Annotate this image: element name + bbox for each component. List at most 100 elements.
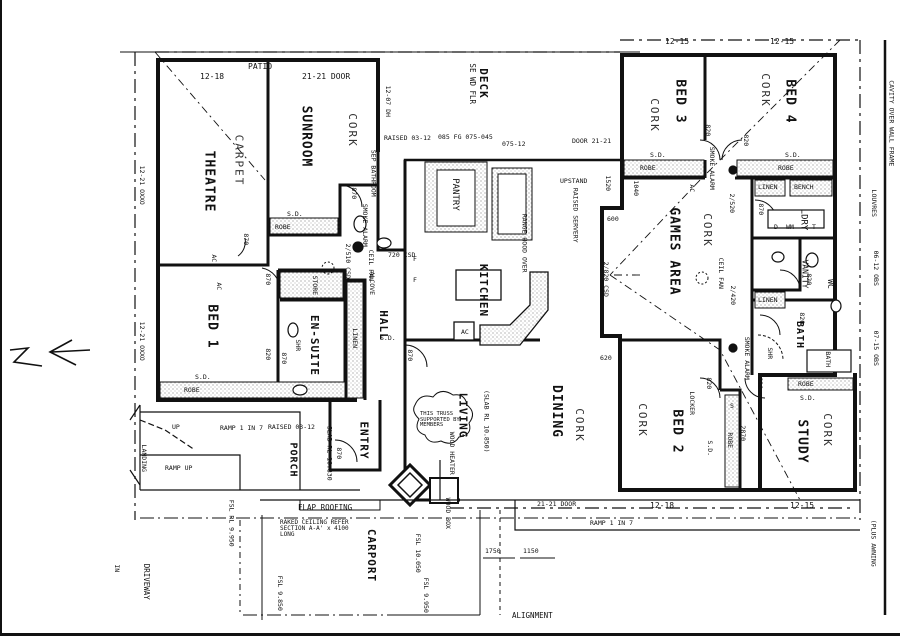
door-820-bath: 820: [798, 312, 807, 325]
robe-study: ROBE: [798, 380, 814, 388]
door-870-entry: 870: [335, 447, 344, 460]
dryer: D: [774, 223, 778, 231]
dim-top-12-15-a: 12-15: [665, 37, 690, 46]
dim-620: 620: [600, 354, 612, 362]
dim-12-18-bottom: 12-18: [650, 501, 675, 510]
truss-note: THIS TRUSS SUPPORTED BY MEMBERS: [420, 411, 460, 428]
room-patio: PATIO: [248, 62, 273, 71]
north-arrow-icon: [9, 339, 91, 367]
window-1520: 1520: [604, 175, 613, 192]
room-pantry: PANTRY: [449, 178, 460, 211]
patio-door-dim: 21-21 DOOR: [302, 72, 351, 81]
room-carport: CARPORT: [365, 528, 379, 583]
window-12-21-oxxo-b: 12-21 OXXO: [137, 321, 146, 361]
raked-ceiling-note: RAKED CEILING REFER SECTION A-A' x 4100 …: [280, 519, 349, 538]
fsl-9950-left: FSL RL 9.950: [227, 499, 236, 547]
room-porch: PORCH: [287, 442, 299, 478]
robe-bed-3: ROBE: [640, 164, 656, 172]
robe-sunroom: ROBE: [275, 223, 291, 231]
shelf-s: S: [730, 402, 734, 410]
ramp-1-in-7-bottom: RAMP 1 IN 7: [590, 519, 634, 527]
room-kitchen: KITCHEN: [477, 263, 491, 318]
door-swings: [237, 139, 801, 463]
dim-12-15-bottom: 12-15: [790, 501, 815, 510]
room-theatre: THEATRE: [201, 150, 217, 213]
fsl-10050: FSL 10.050: [413, 533, 422, 573]
room-study: STUDY: [794, 419, 810, 464]
floor-bed-3: CORK: [647, 98, 661, 133]
linen-bath: LINEN: [758, 296, 778, 304]
fixed-glass-dim: 085 FG 075-045: [438, 133, 493, 141]
door-870-sunroom: 870: [350, 187, 359, 200]
floor-games-area: CORK: [700, 213, 714, 248]
driveway-label: DRIVEWAY: [141, 563, 151, 600]
room-bed-1: BED 1: [204, 304, 220, 349]
robe-bed-2: ROBE: [726, 432, 735, 449]
ac-bed-1: AC: [215, 282, 224, 291]
sd-study: S.D.: [800, 394, 816, 402]
room-bed-2: BED 2: [669, 409, 685, 454]
door-820-wc: 820: [805, 273, 814, 286]
room-dining: DINING: [548, 385, 564, 438]
flap-roofing-note: FLAP ROOFING: [298, 503, 353, 512]
trough: T: [812, 223, 816, 231]
door-720-csd: 720 CSD: [388, 251, 416, 259]
linen-laundry: LINEN: [758, 183, 778, 191]
fsl-9850: FSL 9.850: [275, 575, 284, 611]
door-870-living: 870: [406, 349, 415, 362]
dim-top-12-15-b: 12-15: [770, 37, 795, 46]
raised-porch-note: RAISED 03-12: [268, 423, 315, 431]
window-dh: 12-07 DH: [383, 85, 392, 117]
shower-label: SHR: [766, 347, 775, 360]
ceiling-fan-2: CEIL FAN: [716, 257, 725, 289]
ensuite-shower-label: SHR: [294, 339, 303, 352]
sd-sunroom: S.D.: [287, 210, 303, 218]
floor-study: CORK: [820, 413, 834, 448]
fridge-2: F: [413, 276, 417, 284]
ac-theatre: AC: [210, 254, 219, 263]
bench-laundry: BENCH: [794, 183, 814, 191]
louvres-note: LOUVRES: [869, 189, 878, 217]
alignment-label: ALIGNMENT: [512, 611, 553, 620]
wood-heater: [387, 462, 459, 508]
dim-075-12: 075-12: [502, 140, 526, 148]
scan-border-left: [0, 0, 2, 636]
door-820-bed-4: 820: [742, 134, 751, 147]
deck-door-dim: DOOR 21-21: [572, 137, 612, 145]
sanitary-fixtures: [287, 165, 852, 396]
sd-bed-4: S.D.: [785, 151, 801, 159]
room-entry: ENTRY: [357, 421, 371, 460]
kitchen-benches: [453, 269, 549, 346]
door-870-bed-1: 870: [264, 273, 273, 286]
window-obs-07-15: 07-15 OBS: [871, 330, 880, 366]
room-wc: WC: [825, 279, 835, 289]
landing-label: LANDING: [139, 444, 148, 472]
room-sep-bathroom: SEP BATHROOM: [369, 149, 378, 197]
floor-bed-4: CORK: [758, 73, 772, 108]
wood-box-note: WOOD BOX: [443, 497, 452, 529]
carport-lines: [140, 499, 860, 620]
dim-1150: 1150: [523, 547, 539, 555]
floor-sunroom: CORK: [345, 113, 359, 148]
slab-rl-porch: SLAB RL 10.830: [325, 425, 334, 481]
sd-hall: S.D.: [380, 334, 396, 342]
door-820-bed-1: 820: [264, 348, 273, 361]
floor-theatre: CARPET: [232, 134, 246, 187]
floor-dining: CORK: [572, 408, 586, 443]
cavity-wall-note: CAVITY OVER WALL FRAME: [887, 80, 896, 167]
up-note: UP: [172, 423, 180, 431]
plus-awning-note: (PLUS AWNING: [869, 519, 878, 567]
deck-floor-note: SE WD FLR: [468, 63, 478, 105]
washing-machine: WM: [786, 223, 794, 231]
dim-600: 600: [607, 215, 619, 223]
door-2-820-csd: 2/820 CSD: [601, 261, 610, 297]
ac-games: AC: [688, 184, 697, 193]
door-2-420: 2/420: [729, 285, 738, 306]
door-21-21-bottom: 21-21 DOOR: [537, 500, 577, 508]
window-obs-06-12: 06-12 OBS: [871, 250, 880, 286]
door-2-520: 2/520: [728, 193, 737, 214]
locker-note: LOCKER: [687, 391, 696, 415]
sd-bed-3: S.D.: [650, 151, 666, 159]
linen-hall: LINEN: [351, 328, 360, 349]
